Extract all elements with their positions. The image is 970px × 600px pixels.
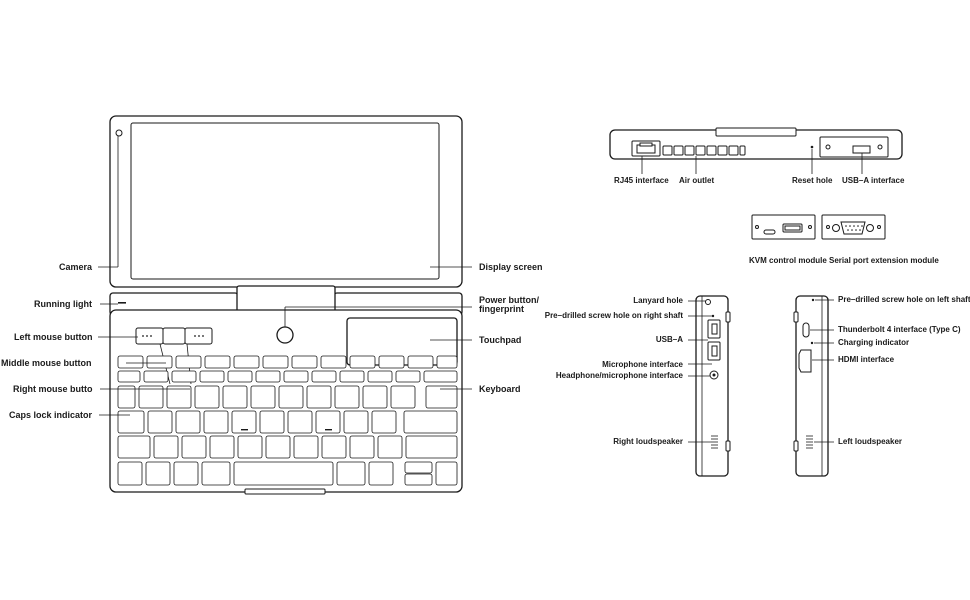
camera: [115, 129, 123, 137]
screw-hole-right-label: Pre–drilled screw hole on right shaft: [544, 311, 683, 320]
touchpad-label: Touchpad: [479, 335, 522, 345]
screw-hole-left-label: Pre–drilled screw hole on left shaft: [838, 295, 970, 304]
screw-hole-left: [811, 298, 815, 302]
camera-label: Camera: [59, 262, 93, 272]
keyboard: [117, 355, 458, 486]
left-mouse-button: [135, 327, 164, 345]
screw-hole-right: [711, 314, 715, 318]
left-mouse-button-label: Left mouse button: [14, 332, 93, 342]
hdmi-port: [798, 349, 812, 373]
right-usb-a-label: USB–A: [655, 335, 683, 344]
reset-hole: [810, 145, 814, 149]
kvm-module-label: KVM control module: [749, 256, 827, 265]
caps-lock-key: [117, 410, 145, 434]
hdmi-label: HDMI interface: [838, 355, 895, 364]
middle-mouse-button: [162, 327, 186, 345]
right-loudspeaker: [711, 435, 718, 449]
keyboard-label: Keyboard: [479, 384, 521, 394]
right-side-view: [688, 295, 731, 477]
fingerprint-label: fingerprint: [479, 304, 524, 314]
reset-hole-label: Reset hole: [792, 176, 833, 185]
running-light-label: Running light: [34, 299, 92, 309]
charging-indicator: [810, 341, 814, 345]
right-loudspeaker-label: Right loudspeaker: [613, 437, 683, 446]
headphone-label: Headphone/microphone interface: [555, 371, 683, 380]
running-light: [118, 302, 126, 304]
thunderbolt-port: [802, 322, 810, 338]
laptop-front-view: [98, 115, 472, 495]
back-usb-a-port: [852, 145, 871, 154]
serial-port-module: [821, 214, 886, 240]
serial-module-label: Serial port extension module: [829, 256, 939, 265]
middle-mouse-button-label: Middle mouse button: [1, 358, 92, 368]
laptop-leader-lines: [98, 136, 472, 416]
display-screen-label: Display screen: [479, 262, 543, 272]
back-usb-a-label: USB–A interface: [842, 176, 905, 185]
air-outlet-label: Air outlet: [679, 176, 715, 185]
space-bar: [233, 461, 334, 486]
power-button-label: Power button/: [479, 295, 539, 305]
kvm-module: [751, 214, 816, 240]
caps-lock-indicator-label: Caps lock indicator: [9, 410, 93, 420]
front-lip: [244, 488, 326, 495]
charging-indicator-label: Charging indicator: [838, 338, 910, 347]
left-side-view: [793, 295, 834, 477]
rj45-label: RJ45 interface: [614, 176, 669, 185]
lanyard-hole-label: Lanyard hole: [633, 296, 683, 305]
back-view: [609, 127, 903, 174]
lanyard-hole: [705, 299, 711, 305]
right-mouse-button-label: Right mouse butto: [13, 384, 93, 394]
thunderbolt-label: Thunderbolt 4 interface (Type C): [838, 325, 961, 334]
air-outlet: [662, 145, 746, 156]
left-loudspeaker-label: Left loudspeaker: [838, 437, 903, 446]
display-screen: [130, 122, 440, 280]
power-button: [276, 326, 294, 344]
microphone-label: Microphone interface: [602, 360, 683, 369]
left-loudspeaker: [806, 435, 813, 449]
